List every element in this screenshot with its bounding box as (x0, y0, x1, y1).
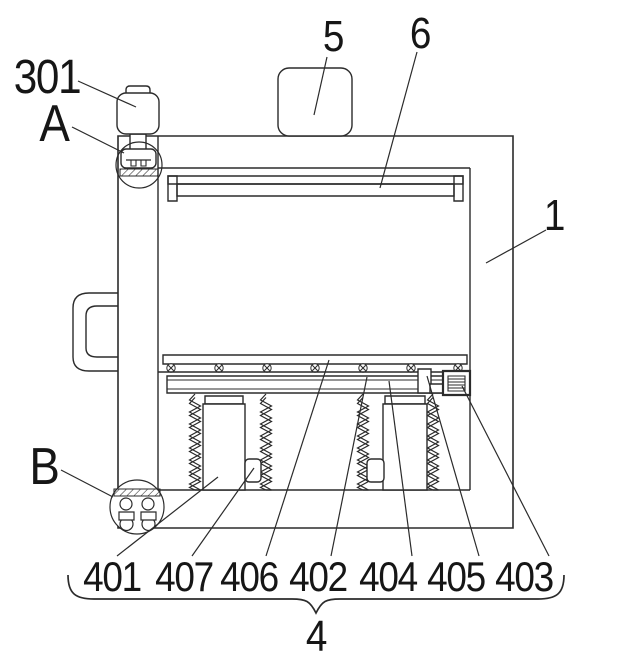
screws (167, 364, 462, 372)
knob-301 (117, 86, 159, 151)
springs (190, 394, 439, 490)
label-4: 4 (305, 612, 328, 661)
label-301: 301 (13, 51, 82, 104)
brace-4 (68, 575, 564, 613)
label-b: B (29, 438, 60, 496)
handle (73, 293, 118, 371)
motor-403 (443, 371, 470, 395)
supports (203, 396, 427, 490)
label-403: 403 (495, 553, 554, 600)
detail-circle-a (116, 142, 162, 188)
label-a: A (39, 95, 70, 153)
top-box-5 (278, 68, 352, 136)
label-402: 402 (289, 553, 348, 600)
leader-lines (61, 52, 549, 556)
label-401: 401 (83, 553, 142, 600)
mounting-plate-406 (163, 355, 467, 364)
detail-circle-b (110, 480, 164, 534)
label-5: 5 (322, 12, 345, 61)
label-404: 404 (359, 553, 418, 600)
label-407: 407 (155, 553, 214, 600)
label-406: 406 (220, 553, 279, 600)
top-rail-6 (168, 176, 463, 201)
label-405: 405 (427, 553, 486, 600)
label-1: 1 (543, 191, 566, 240)
label-6: 6 (409, 9, 432, 58)
